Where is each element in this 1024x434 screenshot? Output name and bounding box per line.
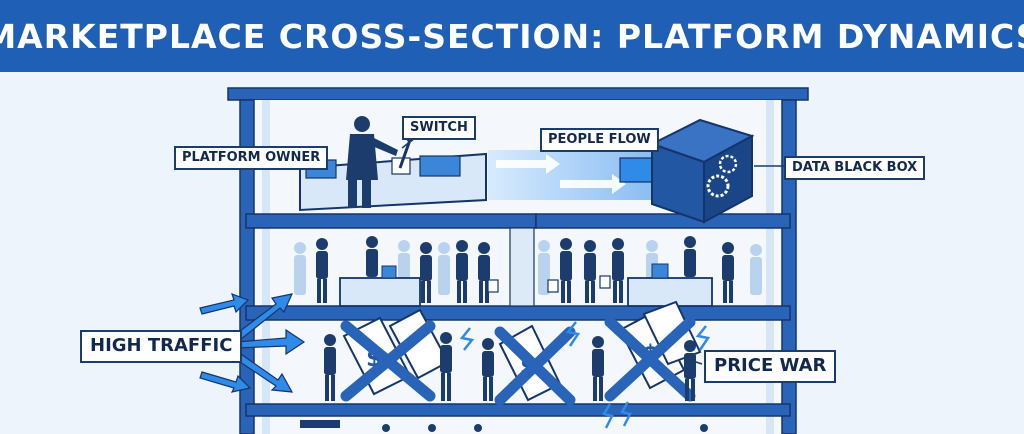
control-console	[299, 134, 487, 212]
high-traffic-label: HIGH TRAFFIC	[80, 330, 243, 363]
ground-floor-details	[300, 420, 708, 432]
data-black-box-label: DATA BLACK BOX	[784, 156, 926, 181]
platform-owner-figure	[346, 116, 398, 208]
cross-marks	[340, 316, 696, 406]
platform-owner-label: PLATFORM OWNER	[174, 146, 329, 171]
title-banner: MARKETPLACE CROSS-SECTION: PLATFORM DYNA…	[0, 0, 1024, 72]
switch-label: SWITCH	[402, 116, 476, 141]
price-war-label: PRICE WAR	[704, 350, 837, 383]
high-traffic-arrows	[199, 292, 306, 393]
diagram-title: MARKETPLACE CROSS-SECTION: PLATFORM DYNA…	[0, 16, 1024, 56]
market-stalls	[339, 263, 713, 307]
conflict-lightning	[459, 321, 711, 429]
shopping-bags	[487, 275, 611, 293]
people-flow-label: PEOPLE FLOW	[540, 128, 659, 153]
fighting-sellers	[324, 332, 696, 401]
shopper-figures	[316, 236, 734, 303]
data-black-box-cube	[649, 118, 755, 224]
